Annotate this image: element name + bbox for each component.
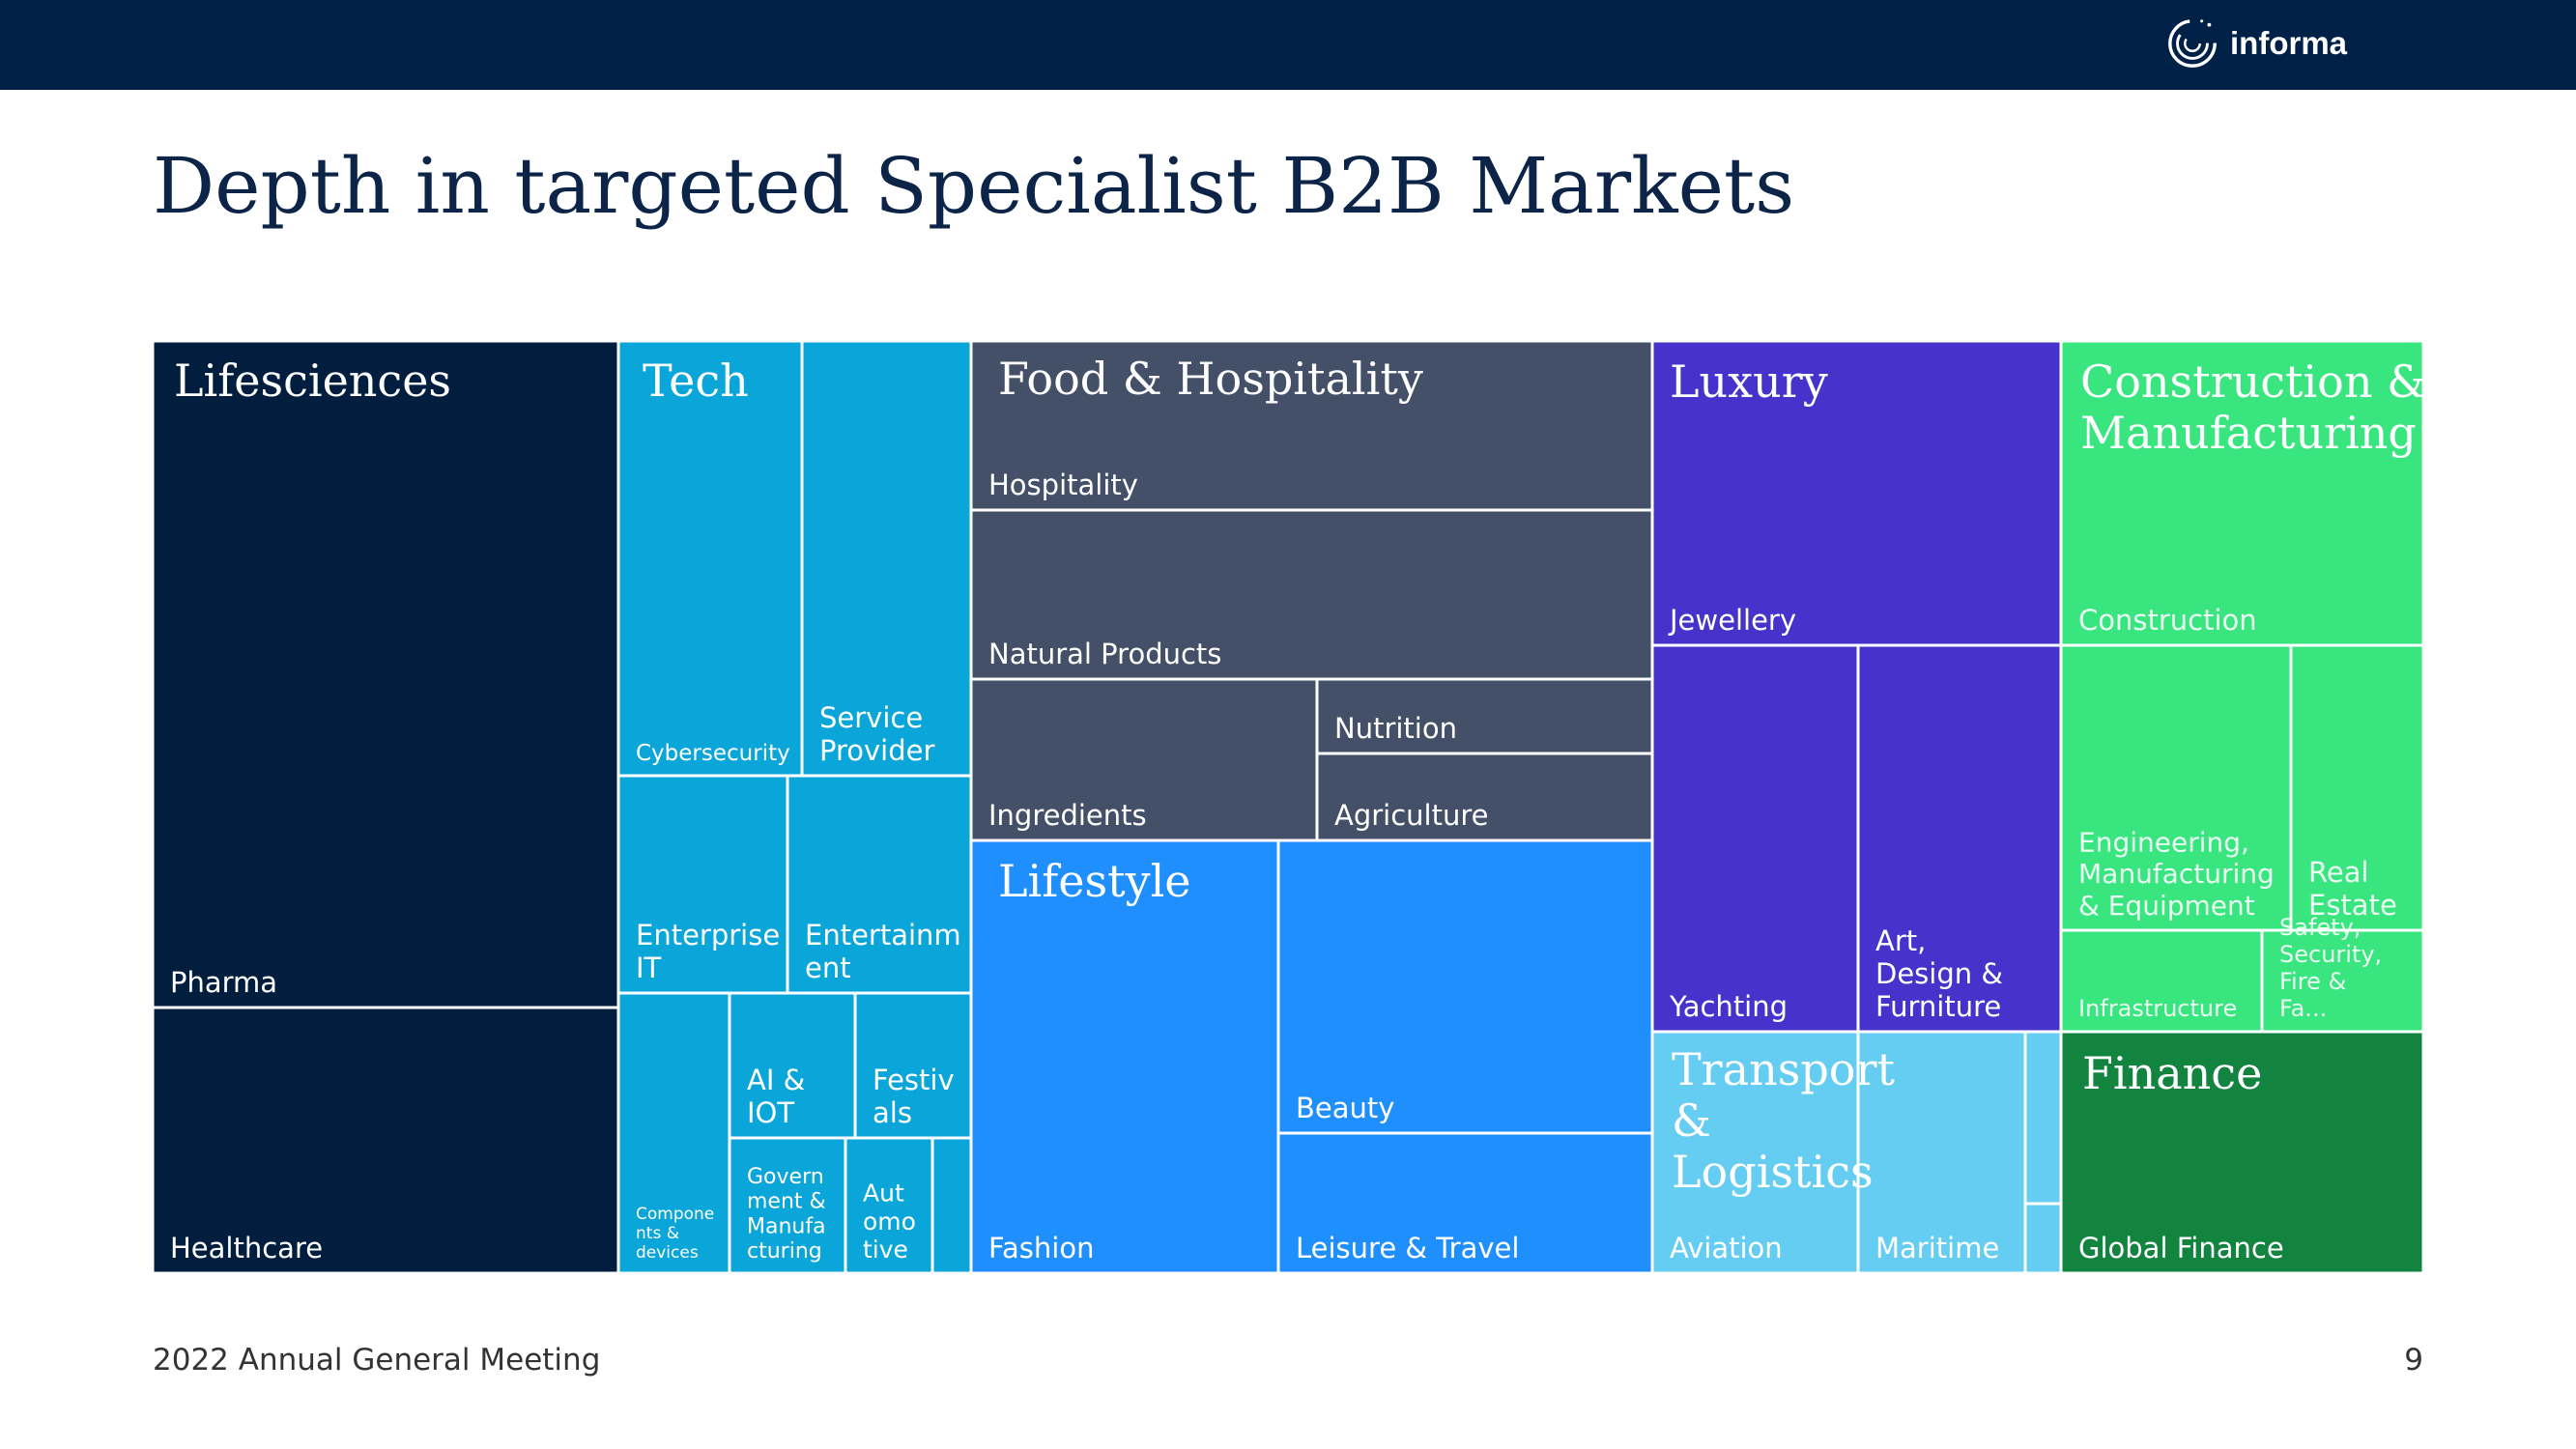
treemap-cell-enterprise-it[interactable] (616, 774, 789, 995)
treemap-label-art-design: Art,Design &Furniture (1875, 924, 2003, 1023)
treemap-cell-yachting[interactable] (1650, 643, 1860, 1034)
treemap-cell-tech-small[interactable] (930, 1136, 973, 1275)
treemap-label-natural-products: Natural Products (988, 638, 1221, 670)
treemap-label-pharma: Pharma (170, 966, 277, 999)
treemap-cell-beauty[interactable] (1276, 838, 1654, 1135)
treemap-label-healthcare: Healthcare (170, 1232, 323, 1264)
treemap-cell-agriculture[interactable] (1315, 752, 1654, 842)
treemap-label-safety: Safety,Security,Fire &Fa... (2279, 914, 2382, 1022)
treemap-cell-government[interactable] (728, 1136, 847, 1275)
informa-swirl-logo-icon (2168, 19, 2217, 68)
treemap-label-maritime: Maritime (1875, 1232, 1999, 1264)
treemap-cell-art-design[interactable] (1856, 643, 2063, 1034)
treemap-label-nutrition: Nutrition (1334, 712, 1457, 745)
treemap-cell-entertainment[interactable] (786, 774, 973, 995)
treemap-label-beauty: Beauty (1296, 1092, 1394, 1124)
treemap-label-jewellery: Jewellery (1668, 604, 1796, 637)
treemap-cell-ingredients[interactable] (969, 677, 1319, 842)
treemap-cell-trans-small-2[interactable] (2023, 1202, 2063, 1275)
treemap-label-hospitality: Hospitality (988, 469, 1138, 501)
treemap-cell-global-finance[interactable] (2059, 1030, 2425, 1275)
treemap-cell-jewellery[interactable] (1650, 339, 2063, 647)
treemap-cell-cybersecurity[interactable] (616, 339, 804, 778)
treemap-label-engineering: Engineering,Manufacturing& Equipment (2078, 826, 2275, 922)
treemap-group-label-constructionmanufacturing: Construction &Manufacturing (2080, 355, 2426, 459)
treemap-label-cybersecurity: Cybersecurity (636, 741, 790, 766)
treemap-group-label-lifestyle: Lifestyle (998, 855, 1191, 907)
treemap-group-label-transportlogistics: Transport&Logistics (1672, 1043, 1895, 1198)
treemap-cell-hospitality[interactable] (969, 339, 1654, 512)
treemap-group-label-lifesciences: Lifesciences (174, 355, 451, 407)
treemap-group-label-luxury: Luxury (1670, 355, 1828, 408)
treemap-label-aviation: Aviation (1670, 1232, 1783, 1264)
treemap-cell-engineering[interactable] (2059, 643, 2293, 932)
page-number: 9 (2404, 1343, 2423, 1378)
treemap-cell-aviation[interactable] (1650, 1030, 1860, 1275)
treemap-cell-components[interactable] (616, 991, 731, 1275)
treemap-cell-pharma[interactable] (151, 339, 620, 1009)
treemap-cell-service-provider[interactable] (800, 339, 973, 778)
treemap-cell-trans-small-1[interactable] (2023, 1030, 2063, 1206)
treemap-label-agriculture: Agriculture (1334, 799, 1489, 832)
treemap-cell-safety[interactable] (2260, 928, 2425, 1034)
header-bar (0, 0, 2576, 90)
treemap-cell-fashion[interactable] (969, 838, 1280, 1275)
treemap-cell-maritime[interactable] (1856, 1030, 2027, 1275)
page-title: Depth in targeted Specialist B2B Markets (153, 141, 1795, 231)
treemap-cell-automotive[interactable] (844, 1136, 934, 1275)
treemap-label-infrastructure: Infrastructure (2078, 995, 2237, 1022)
treemap-cell-construction[interactable] (2059, 339, 2425, 647)
footer-text: 2022 Annual General Meeting (153, 1343, 601, 1378)
treemap-cell-natural-products[interactable] (969, 508, 1654, 681)
treemap-label-fashion: Fashion (988, 1232, 1094, 1264)
treemap-group-label-foodhospitality: Food & Hospitality (998, 353, 1423, 405)
treemap-label-yachting: Yachting (1669, 990, 1788, 1023)
treemap-cell-festivals[interactable] (853, 991, 973, 1140)
treemap-label-ai-iot: AI &IOT (747, 1064, 805, 1129)
treemap-cell-leisure-travel[interactable] (1276, 1131, 1654, 1275)
treemap-cell-healthcare[interactable] (151, 1006, 620, 1275)
brand-name: informa (2230, 25, 2348, 61)
treemap-label-construction: Construction (2078, 604, 2257, 637)
treemap-group-label-finance: Finance (2082, 1047, 2262, 1099)
treemap-label-leisure-travel: Leisure & Travel (1296, 1232, 1519, 1264)
treemap-label-global-finance: Global Finance (2078, 1232, 2284, 1264)
informa-logo: informa (2164, 14, 2347, 73)
treemap-label-ingredients: Ingredients (988, 799, 1147, 832)
treemap-group-label-tech: Tech (643, 355, 749, 407)
treemap-cell-nutrition[interactable] (1315, 677, 1654, 755)
